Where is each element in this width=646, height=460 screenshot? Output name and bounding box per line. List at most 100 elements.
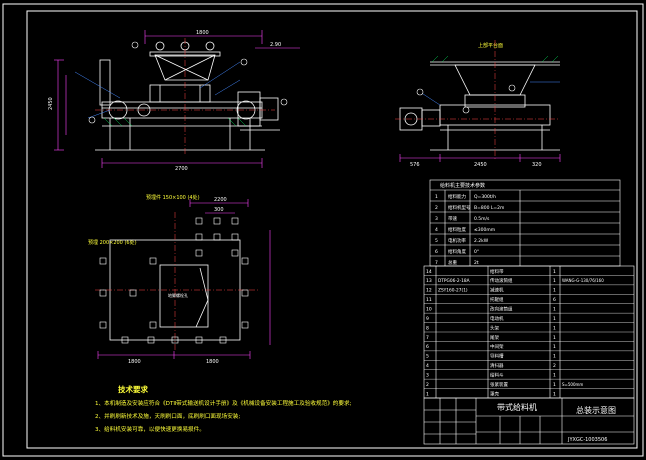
foundation-dim-bottom-right: 1800 bbox=[206, 359, 219, 365]
bom-row-name: 电动机 bbox=[490, 315, 504, 322]
side-dim-right: 320 bbox=[532, 162, 542, 168]
params-row-value: 0° bbox=[474, 249, 479, 255]
bom-row-note: S=500mm bbox=[562, 382, 583, 387]
notes-title: 技术要求 bbox=[118, 384, 148, 394]
bom-row-no: 14 bbox=[426, 269, 432, 275]
bom-row-no: 8 bbox=[426, 325, 429, 331]
drive-unit bbox=[237, 91, 280, 131]
params-row-value: 2t bbox=[474, 260, 479, 266]
bom-row-qty: 1 bbox=[553, 335, 556, 341]
bom-row-name: 改向滚筒组 bbox=[490, 306, 513, 313]
params-row-no: 2 bbox=[435, 205, 438, 211]
foundation-centerlines bbox=[95, 212, 260, 352]
params-row-name: 给料角度 bbox=[448, 248, 466, 255]
bom-row-no: 10 bbox=[426, 307, 432, 313]
params-row-no: 3 bbox=[435, 216, 438, 222]
foundation-side-label: 预埋 200×200 (6处) bbox=[88, 239, 137, 246]
params-row-value: B=800 L=2m bbox=[474, 205, 504, 211]
side-dim-mid: 2450 bbox=[474, 162, 487, 168]
bom-row-qty: 1 bbox=[553, 325, 556, 331]
bom-row-no: 2 bbox=[426, 382, 429, 388]
bom-row-name: 减速机 bbox=[490, 287, 504, 294]
side-view-top-label: 上部平台面 bbox=[478, 42, 503, 49]
foundation-dim-bottom-left: 1800 bbox=[128, 359, 141, 365]
bom-row-no: 5 bbox=[426, 354, 429, 360]
params-row-name: 给料能力 bbox=[448, 193, 466, 200]
elevation-hatch bbox=[103, 117, 247, 127]
bom-grid bbox=[424, 275, 634, 389]
bom-row-qty: 1 bbox=[553, 278, 556, 284]
bom-row-name: 传动滚筒组 bbox=[490, 277, 513, 284]
bom-row-name: 中间架 bbox=[490, 343, 504, 350]
elevation-view: 1800 2700 2450 2.90 bbox=[48, 30, 300, 172]
bom-row-name: 罩壳 bbox=[490, 390, 499, 397]
elevation-dim-bottom: 2700 bbox=[175, 166, 188, 172]
foundation-dim-top2: 300 bbox=[214, 207, 224, 213]
bom-row-name: 头架 bbox=[490, 324, 499, 331]
bom-row-note: WANG-G-130/76/160 bbox=[562, 278, 604, 283]
drawing-border bbox=[2, 3, 644, 457]
params-row-no: 5 bbox=[435, 238, 438, 244]
elevation-level-mark: 2.90 bbox=[270, 42, 281, 48]
side-dim-left: 576 bbox=[410, 162, 420, 168]
side-view-hatch bbox=[431, 55, 559, 63]
foundation-plan: 预埋件 150×100 (4处) 预埋 200×200 (6处) 2200 30… bbox=[88, 194, 271, 365]
title-block-name: 带式给料机 bbox=[497, 402, 537, 412]
bom-row-qty: 2 bbox=[553, 363, 556, 369]
bom-row-no: 9 bbox=[426, 316, 429, 322]
bom-row-no: 6 bbox=[426, 344, 429, 350]
bom-row-name: 给料斗 bbox=[490, 372, 504, 379]
foundation-top-label: 预埋件 150×100 (4处) bbox=[146, 194, 200, 201]
params-row-name: 总重 bbox=[448, 259, 457, 266]
params-row-value: 2.2kW bbox=[474, 238, 489, 244]
foundation-dimensions bbox=[97, 199, 271, 359]
title-block-drawing-no: JYXGC-1003506 bbox=[567, 437, 607, 443]
elevation-balloons bbox=[88, 41, 288, 124]
bom-row-no: 1 bbox=[426, 391, 429, 397]
anchor-pads bbox=[99, 217, 249, 344]
notes-line-2: 2、并刷刷新技术及施，天刷刷口面，底刷刷口面现场安装; bbox=[95, 412, 240, 420]
bom-row-qty: 1 bbox=[553, 307, 556, 313]
bom-row-name: 清扫器 bbox=[490, 362, 504, 369]
params-row-name: 电机功率 bbox=[448, 237, 466, 244]
bom-row-name: 导料槽 bbox=[490, 353, 504, 360]
bom-row-code: DTPG06-2-18A bbox=[438, 278, 470, 284]
side-view: 上部平台面 bbox=[395, 40, 561, 168]
bom-row-name: 托辊组 bbox=[490, 296, 504, 303]
params-row-no: 6 bbox=[435, 249, 438, 255]
foundation-center-label: 地脚螺栓孔 bbox=[168, 292, 188, 298]
bom-row-qty: 1 bbox=[553, 373, 556, 379]
technical-notes: 技术要求 1、本机制造及安装应符合《DTⅡ带式输送机设计手册》及《机械设备安装工… bbox=[95, 384, 352, 433]
bom-row-qty: 1 bbox=[553, 391, 556, 397]
elevation-dim-top: 1800 bbox=[196, 30, 209, 36]
bom-row-qty: 1 bbox=[553, 288, 556, 294]
side-view-dimensions bbox=[399, 154, 561, 162]
bom-row-qty: 1 bbox=[553, 382, 556, 388]
bom-row-name: 尾架 bbox=[490, 335, 499, 341]
title-block: 带式给料机 总装示意图 JYXGC-1003506 bbox=[423, 397, 635, 445]
foundation-dim-top: 2200 bbox=[214, 197, 227, 203]
params-table-title: 给料机主要技术参数 bbox=[440, 182, 485, 189]
bom-row-no: 11 bbox=[426, 297, 432, 303]
bom-row-no: 7 bbox=[426, 335, 429, 341]
elevation-dimensions bbox=[54, 30, 300, 168]
bom-row-qty: 1 bbox=[553, 354, 556, 360]
bom-row-name: 张紧装置 bbox=[490, 381, 508, 388]
params-row-no: 4 bbox=[435, 227, 438, 233]
elevation-dim-left: 2450 bbox=[48, 97, 54, 110]
params-row-no: 7 bbox=[435, 260, 438, 266]
bom-row-no: 3 bbox=[426, 373, 429, 379]
params-row-name: 带速 bbox=[448, 216, 457, 222]
bom-row-no: 4 bbox=[426, 363, 429, 369]
side-view-leaders bbox=[419, 81, 560, 106]
bom-row-qty: 1 bbox=[553, 269, 556, 275]
elevation-leaders bbox=[74, 61, 241, 119]
params-row-no: 1 bbox=[435, 194, 438, 200]
params-row-value: Q=300t/h bbox=[474, 194, 496, 200]
side-view-centerlines bbox=[395, 40, 560, 160]
bom-row-code: ZSY160-27(1) bbox=[438, 288, 468, 294]
elevation-centerlines bbox=[95, 38, 275, 155]
notes-line-1: 1、本机制造及安装应符合《DTⅡ带式输送机设计手册》及《机械设备安装工程施工及验… bbox=[95, 399, 352, 407]
